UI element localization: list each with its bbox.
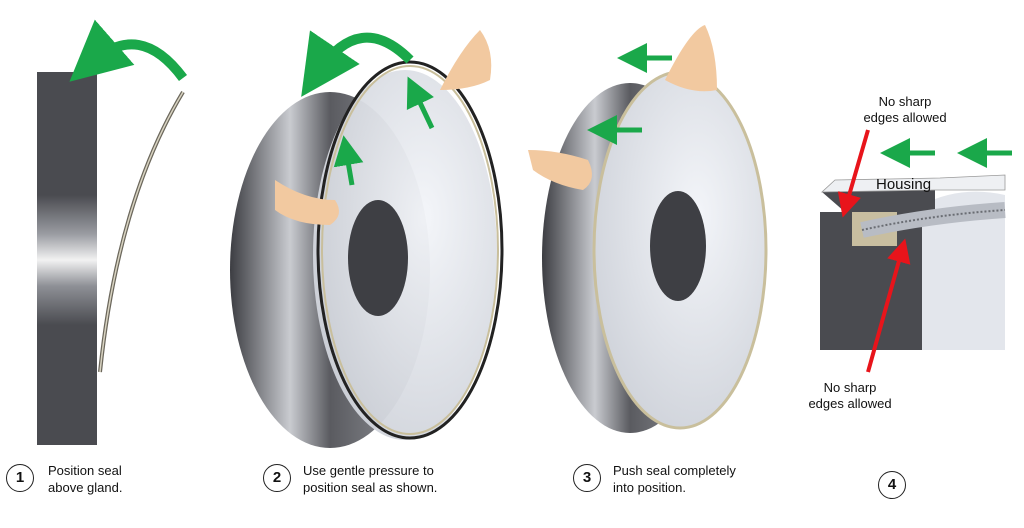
step-1-caption: Position seal above gland. <box>48 462 122 496</box>
step-2-number: 2 <box>263 464 291 492</box>
green-arrow-icon <box>406 76 435 130</box>
step-3-line1: Push seal completely <box>613 463 736 478</box>
red-arrow-icon <box>866 238 911 373</box>
step-2-line1: Use gentle pressure to <box>303 463 434 478</box>
step4-detail-section <box>820 129 1012 373</box>
step-4-number: 4 <box>878 471 906 499</box>
step-3-line2: into position. <box>613 480 686 495</box>
top-warning-line1: No sharp <box>878 94 932 109</box>
hand-icon <box>275 180 339 225</box>
bottom-warning-line1: No sharp <box>823 380 877 395</box>
red-arrow-icon <box>837 129 870 218</box>
step-2-caption: Use gentle pressure to position seal as … <box>303 462 437 496</box>
top-warning-label: No sharp edges allowed <box>850 94 960 126</box>
step1-gland-section <box>37 19 188 445</box>
step2-disc <box>230 30 504 448</box>
green-arrow-icon <box>333 135 364 186</box>
green-curved-arrow-icon <box>301 30 414 97</box>
hand-icon <box>440 30 492 90</box>
step-3-number: 3 <box>573 464 601 492</box>
green-curved-arrow-icon <box>69 19 188 82</box>
hand-icon <box>665 25 717 92</box>
step-3-caption: Push seal completely into position. <box>613 462 736 496</box>
bottom-warning-line2: edges allowed <box>808 396 892 411</box>
step-2-line2: position seal as shown. <box>303 480 438 495</box>
bottom-warning-label: No sharp edges allowed <box>800 380 900 412</box>
step-1-number: 1 <box>6 464 34 492</box>
step-1-line1: Position seal <box>48 463 122 478</box>
housing-label: Housing <box>876 176 932 193</box>
hand-icon <box>528 150 592 190</box>
top-warning-line2: edges allowed <box>863 110 947 125</box>
step-1-line2: above gland. <box>48 480 123 495</box>
step3-disc <box>528 25 768 433</box>
